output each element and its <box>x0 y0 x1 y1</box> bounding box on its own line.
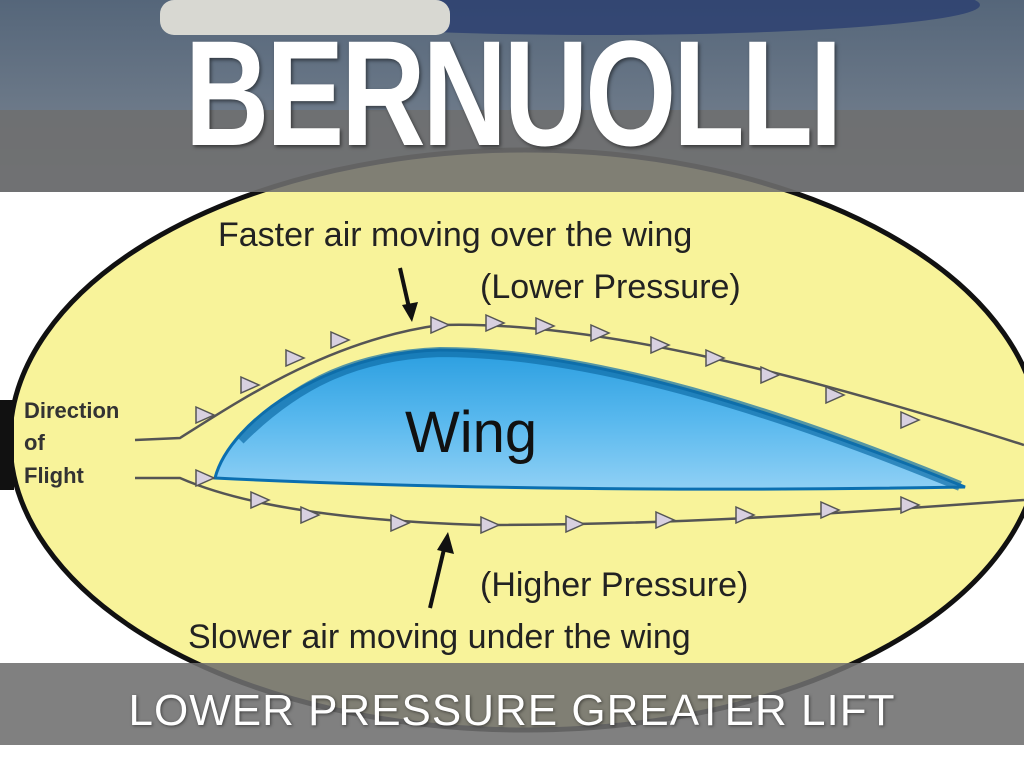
flow-arrowhead <box>650 335 671 355</box>
top-sub-label: (Lower Pressure) <box>480 268 741 306</box>
flow-arrowhead <box>735 505 756 525</box>
title-band <box>0 110 1024 192</box>
flow-arrowhead <box>330 330 351 350</box>
flow-arrowhead <box>480 515 501 535</box>
direction-label-1: Direction <box>24 398 119 423</box>
flow-arrowhead <box>485 313 506 333</box>
flight-direction-marker <box>0 400 14 490</box>
flow-arrowhead <box>535 316 556 336</box>
flow-arrowhead <box>285 348 306 368</box>
flow-arrowhead <box>705 348 726 368</box>
wing-upper-edge <box>236 346 962 491</box>
flow-arrowhead <box>900 410 921 430</box>
plane-engine <box>160 0 450 35</box>
upper-pointer-arrowhead <box>402 302 418 322</box>
direction-label-3: Flight <box>24 463 85 488</box>
upper-airflow-line <box>134 323 1024 447</box>
flow-arrowhead <box>300 505 321 525</box>
flow-arrowhead <box>820 500 841 520</box>
flow-arrowhead <box>195 468 216 488</box>
wing-label: Wing <box>405 400 537 465</box>
direction-label-2: of <box>24 430 45 455</box>
flow-arrowhead <box>655 510 676 530</box>
flow-arrowhead <box>590 323 611 343</box>
flow-arrowhead <box>565 514 586 534</box>
lower-airflow-line <box>135 476 1024 527</box>
flow-arrowhead <box>760 365 781 385</box>
flow-arrowhead <box>390 513 411 533</box>
lower-pointer-arrow <box>428 544 447 609</box>
lower-pointer-arrowhead <box>437 532 454 554</box>
slide-caption: LOWER PRESSURE GREATER LIFT <box>128 686 896 735</box>
flow-arrowhead <box>900 495 921 515</box>
flow-arrowhead <box>825 385 846 405</box>
flow-arrowhead <box>240 375 261 395</box>
top-label: Faster air moving over the wing <box>218 216 692 254</box>
flow-arrowhead <box>195 405 216 425</box>
bottom-sub-label: (Higher Pressure) <box>480 566 748 604</box>
bottom-label: Slower air moving under the wing <box>188 618 691 656</box>
slide-title: BERNUOLLI <box>184 9 843 177</box>
caption-band <box>0 663 1024 745</box>
flow-arrowhead <box>430 315 451 335</box>
flow-arrowhead <box>250 490 271 510</box>
